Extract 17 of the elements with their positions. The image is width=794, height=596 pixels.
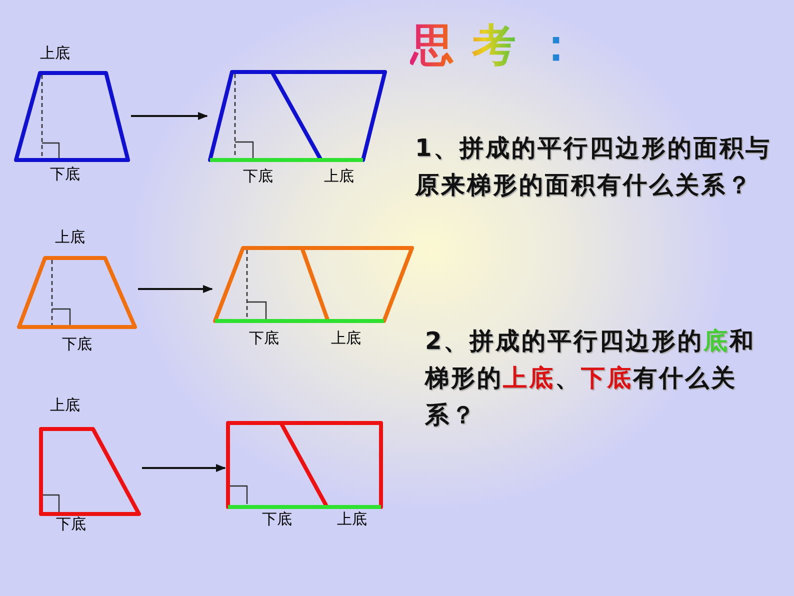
base-label: 下底 [62, 337, 92, 352]
base-label: 上底 [324, 169, 354, 184]
base-label: 上底 [55, 230, 85, 245]
arrow [131, 112, 208, 120]
base-label: 下底 [50, 167, 80, 182]
question-text: 2、拼成的平行四边形的底和梯形的上底、下底有什么关系？ [425, 326, 757, 431]
arrow [138, 285, 213, 293]
base-label: 下底 [56, 517, 86, 532]
base-label: 上底 [40, 46, 70, 61]
base-label: 下底 [249, 331, 279, 346]
question-text: 1、拼成的平行四边形的面积与原来梯形的面积有什么关系？ [415, 133, 773, 201]
base-label: 上底 [331, 331, 361, 346]
base-label: 下底 [262, 512, 292, 527]
base-label: 上底 [50, 398, 80, 413]
base-label: 下底 [243, 169, 273, 184]
arrow [142, 464, 226, 472]
base-label: 上底 [337, 512, 367, 527]
